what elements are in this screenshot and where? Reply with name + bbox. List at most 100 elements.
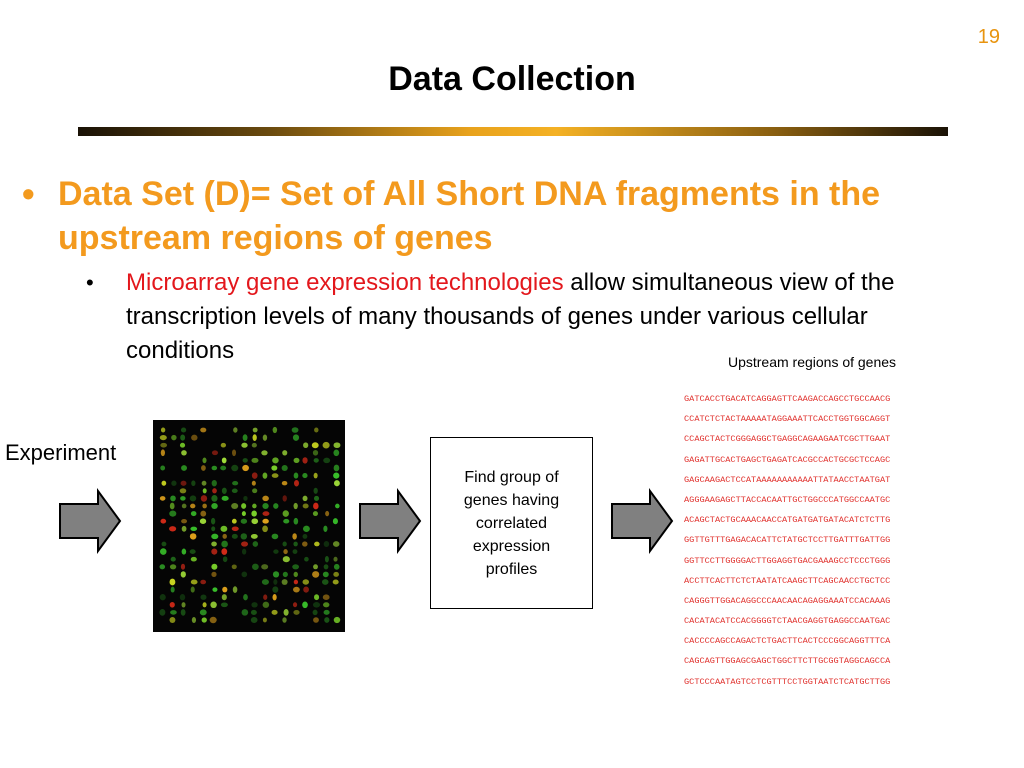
microarray-spot [294, 458, 300, 463]
microarray-spot [201, 465, 206, 471]
microarray-spot [273, 571, 279, 577]
microarray-spot [333, 579, 339, 584]
microarray-spot [273, 549, 278, 553]
microarray-spot [314, 496, 319, 501]
microarray-spot [251, 617, 258, 623]
microarray-spot [202, 617, 207, 622]
block-arrow-right-icon [358, 488, 422, 554]
microarray-spot [324, 617, 329, 623]
microarray-spot [160, 435, 167, 440]
microarray-spot [252, 481, 256, 486]
microarray-spot [203, 602, 207, 607]
microarray-spot [221, 443, 226, 448]
upstream-regions-caption: Upstream regions of genes [712, 353, 912, 371]
microarray-spot [302, 457, 307, 463]
microarray-spot [190, 527, 197, 531]
block-arrow-right-icon [58, 488, 122, 554]
microarray-spot [233, 586, 238, 593]
microarray-spot [251, 610, 257, 615]
microarray-spot [171, 587, 175, 593]
microarray-spot [333, 472, 339, 478]
microarray-spot [282, 579, 288, 585]
microarray-spot [222, 534, 226, 539]
microarray-spot [222, 457, 227, 463]
dna-sequence: CACCCCAGCCAGACTCTGACTTCACTCCCGGCAGGTTTCA [684, 635, 984, 655]
microarray-spot [169, 526, 176, 531]
microarray-spot [313, 602, 320, 608]
microarray-spot [325, 556, 329, 562]
microarray-spot [232, 481, 238, 485]
microarray-spot [211, 534, 218, 540]
microarray-spot [273, 427, 277, 433]
microarray-spot [251, 458, 258, 463]
microarray-spot [282, 465, 288, 471]
microarray-spot [241, 572, 247, 578]
microarray-spot [292, 427, 299, 433]
microarray-spot [200, 511, 206, 517]
microarray-spot [241, 533, 247, 539]
microarray-spot [169, 510, 176, 516]
microarray-spot [334, 564, 340, 570]
dna-sequence: GAGCAAGACTCCATAAAAAAAAAAATTATAACCTAATGAT [684, 474, 984, 494]
microarray-spot [212, 587, 217, 592]
microarray-spot [200, 580, 206, 585]
microarray-spot [292, 533, 297, 539]
microarray-spot [323, 442, 330, 449]
experiment-label: Experiment [5, 440, 116, 466]
microarray-spot [333, 541, 340, 547]
microarray-spot [262, 503, 268, 509]
microarray-spot [202, 458, 206, 464]
dna-sequence: GGTTGTTTGAGACACATTCTATGCTCCTTGATTTGATTGG [684, 534, 984, 554]
microarray-spot [180, 496, 186, 501]
microarray-spot [313, 511, 318, 516]
microarray-spot [242, 609, 249, 616]
microarray-spot [211, 564, 217, 570]
microarray-spot [262, 526, 268, 533]
microarray-spot [263, 472, 268, 478]
microarray-spot [200, 428, 206, 433]
microarray-spot [181, 571, 186, 577]
microarray-spot [212, 488, 217, 493]
microarray-spot [324, 541, 330, 547]
microarray-spot [181, 465, 187, 471]
microarray-spot [273, 579, 277, 585]
dna-sequence: CCATCTCTACTAAAAATAGGAAATTCACCTGGTGGCAGGT [684, 413, 984, 433]
microarray-spot [191, 557, 197, 562]
microarray-spot [252, 564, 259, 570]
dna-sequence: CACATACATCCACGGGGTCTAACGAGGTGAGGCCAATGAC [684, 615, 984, 635]
microarray-spot [251, 511, 257, 517]
microarray-spot [210, 602, 216, 608]
microarray-spot [293, 602, 297, 607]
microarray-spot [191, 579, 198, 584]
block-arrow-right-icon [610, 488, 674, 554]
microarray-spot [170, 602, 175, 608]
microarray-spot [171, 435, 176, 440]
microarray-spot [263, 594, 267, 600]
microarray-spot [252, 472, 258, 479]
microarray-spot [272, 594, 276, 600]
microarray-spot [161, 542, 166, 547]
microarray-spot [191, 511, 197, 516]
microarray-spot [292, 564, 299, 569]
microarray-spot [251, 602, 257, 607]
slide-number: 19 [960, 26, 1000, 49]
microarray-spot [324, 564, 329, 569]
microarray-spot [294, 473, 299, 479]
microarray-spot [181, 450, 187, 455]
microarray-spot [262, 496, 269, 502]
microarray-spot [261, 450, 267, 455]
microarray-spot [200, 595, 206, 600]
microarray-spot [182, 526, 187, 532]
microarray-spot [323, 526, 327, 532]
microarray-spot [190, 504, 195, 509]
microarray-spot [334, 480, 340, 486]
microarray-spot [253, 434, 257, 441]
microarray-spot [263, 618, 267, 623]
main-bullet-text: Data Set (D)= Set of All Short DNA fragm… [58, 172, 988, 260]
microarray-spot [241, 443, 247, 448]
microarray-spot [262, 519, 268, 524]
microarray-spot [273, 503, 278, 509]
dna-sequence: GCTCCCAATAGTCCTCGTTTCCTGGTAATCTCATGCTTGG [684, 676, 984, 696]
microarray-spot [221, 602, 228, 607]
microarray-spot [293, 434, 299, 440]
